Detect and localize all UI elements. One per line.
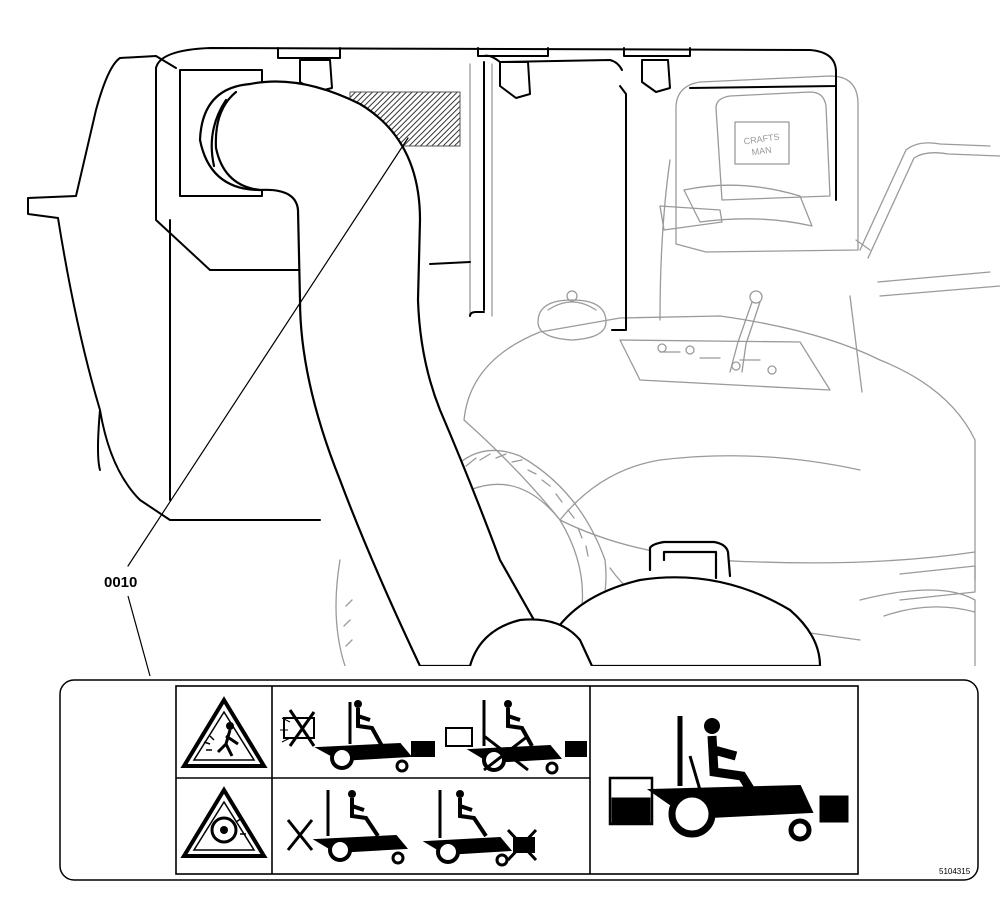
callout-label: 0010 [104,574,138,591]
thrown-object-hazard-icon [180,696,268,768]
mower-scene-3 [286,790,409,865]
discharge-chute [198,80,822,666]
svg-text:CRAFTS: CRAFTS [743,132,780,147]
svg-text:MAN: MAN [751,145,772,158]
mower-scene-2 [445,700,587,775]
safety-decal [59,679,979,881]
mower-scene-large [608,716,849,842]
callout-leader-line [127,137,409,567]
mower-scene-4 [422,790,538,867]
mower-scene-1 [280,700,435,773]
tire-hazard-icon [180,786,268,858]
decal-part-number: 5104315 [939,867,971,876]
